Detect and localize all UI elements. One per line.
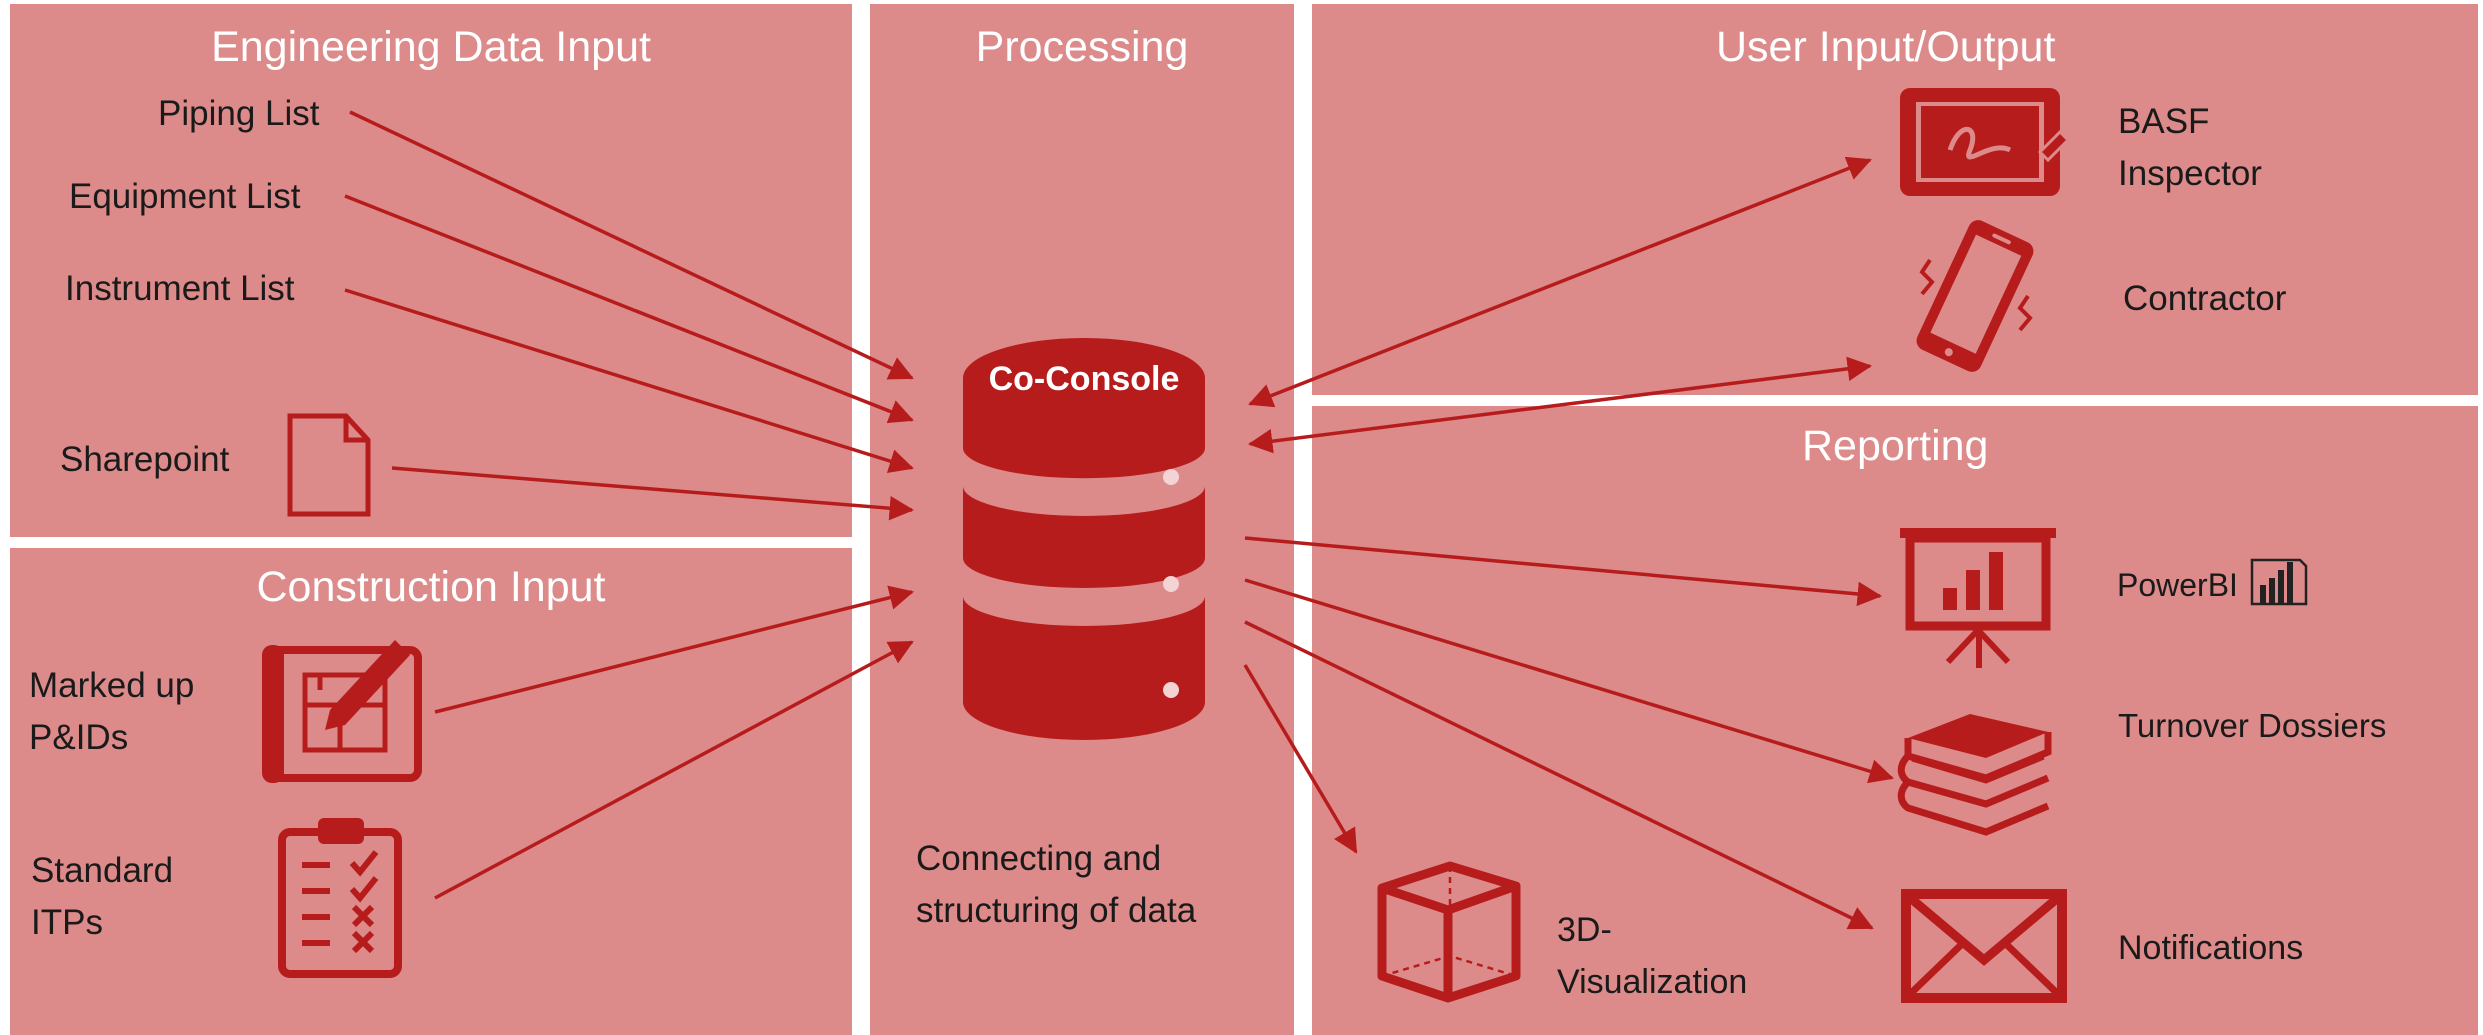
construction-input-title: Construction Input bbox=[256, 563, 606, 611]
caption-line-2: structuring of data bbox=[916, 891, 1197, 930]
viz-line-1: 3D- bbox=[1557, 911, 1612, 949]
arrow-sharepoint-to-db bbox=[391, 466, 915, 521]
basf-line-2: Inspector bbox=[2118, 154, 2262, 193]
arrow-piping-to-db bbox=[349, 110, 914, 380]
marked-up-line-1: Marked up bbox=[29, 666, 195, 705]
presentation-chart-icon bbox=[1900, 528, 2056, 668]
notifications-label: Notifications bbox=[2118, 929, 2304, 967]
standard-line-2: ITPs bbox=[31, 903, 103, 942]
cube-3d-icon bbox=[1377, 861, 1521, 1003]
blueprint-pencil-icon bbox=[262, 640, 422, 783]
arrow-equipment-to-db bbox=[344, 194, 914, 424]
arrow-db-contractor bbox=[1247, 356, 1873, 454]
processing-title: Processing bbox=[975, 23, 1189, 71]
standard-line-1: Standard bbox=[31, 851, 174, 890]
construction-input-panel: Construction Input bbox=[10, 548, 852, 1035]
basf-line-1: BASF bbox=[2118, 102, 2210, 141]
arrow-db-notifications bbox=[1244, 620, 1874, 930]
user-io-title: User Input/Output bbox=[1716, 23, 2056, 71]
arrow-db-powerbi bbox=[1244, 536, 1883, 607]
document-icon bbox=[287, 413, 371, 517]
processing-caption: Connecting and structuring of data bbox=[916, 833, 1196, 937]
viz-line-2: Visualization bbox=[1557, 963, 1748, 1001]
reporting-panel: Reporting bbox=[1312, 406, 2478, 1035]
3d-visualization-label: 3D- Visualization bbox=[1557, 904, 1747, 1008]
connector-arrows bbox=[344, 110, 1894, 930]
instrument-list-label: Instrument List bbox=[65, 269, 295, 308]
engineering-input-title: Engineering Data Input bbox=[211, 23, 651, 71]
arrow-pids-to-db bbox=[434, 585, 914, 714]
standard-itps-label: Standard ITPs bbox=[31, 845, 173, 949]
books-stack-icon bbox=[1897, 714, 2052, 836]
database-label: Co-Console bbox=[989, 360, 1180, 398]
engineering-input-panel: Engineering Data Input bbox=[10, 4, 852, 537]
tablet-pen-icon bbox=[1900, 88, 2071, 196]
arrow-db-inspector bbox=[1248, 156, 1872, 408]
marked-up-line-2: P&IDs bbox=[29, 718, 129, 757]
basf-inspector-label: BASF Inspector bbox=[2118, 96, 2262, 200]
turnover-dossiers-label: Turnover Dossiers bbox=[2118, 707, 2387, 744]
equipment-list-label: Equipment List bbox=[69, 177, 301, 216]
arrow-itps-to-db bbox=[434, 640, 914, 900]
arrow-db-3d bbox=[1243, 664, 1358, 854]
smartphone-vibrate-icon bbox=[1916, 220, 2034, 372]
sharepoint-label: Sharepoint bbox=[60, 440, 230, 479]
powerbi-label: PowerBI bbox=[2117, 567, 2238, 603]
clipboard-checklist-icon bbox=[278, 818, 402, 978]
envelope-icon bbox=[1901, 889, 2067, 1003]
database-icon bbox=[963, 338, 1205, 740]
contractor-label: Contractor bbox=[2123, 279, 2287, 318]
piping-list-label: Piping List bbox=[158, 94, 320, 133]
powerbi-logo-icon bbox=[2250, 558, 2308, 606]
marked-up-pids-label: Marked up P&IDs bbox=[29, 660, 194, 764]
arrow-instrument-to-db bbox=[344, 288, 914, 473]
arrow-db-dossiers bbox=[1244, 578, 1894, 784]
caption-line-1: Connecting and bbox=[916, 839, 1162, 878]
